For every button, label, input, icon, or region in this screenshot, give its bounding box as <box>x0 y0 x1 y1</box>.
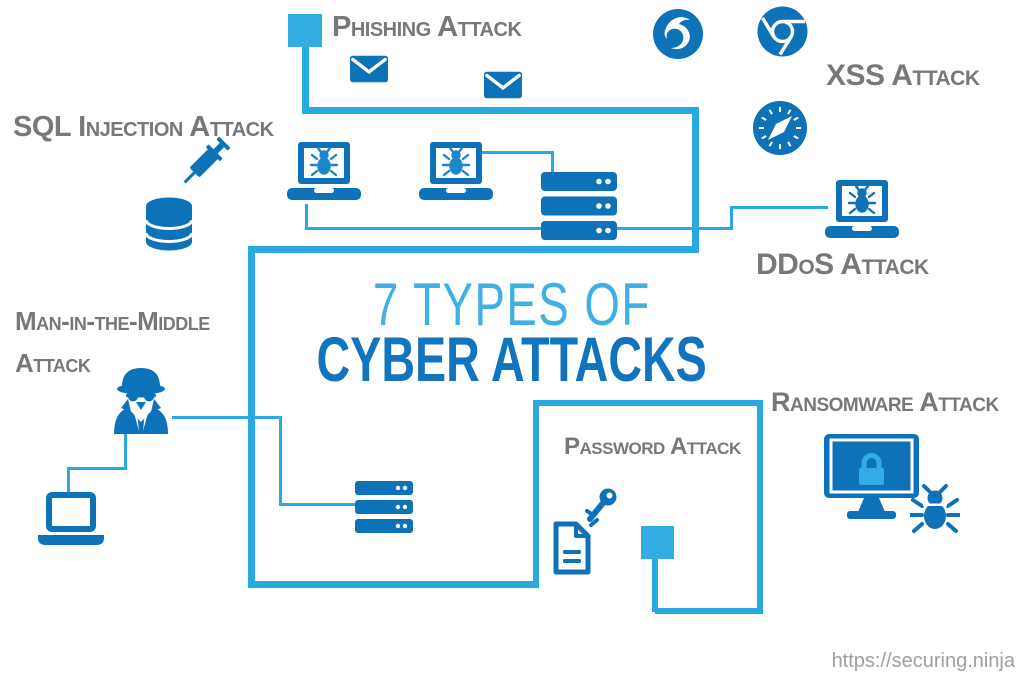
label-xss-attack: XSS Attack <box>826 59 980 92</box>
connector-top-horizontal <box>302 107 699 114</box>
line-ddos-step <box>730 206 733 230</box>
envelope-icon <box>350 55 388 83</box>
chrome-icon <box>757 6 808 57</box>
source-url: https://securing.ninja <box>831 650 1015 672</box>
line-laptop2-server-h <box>480 151 554 154</box>
label-mitm-line2: Attack <box>15 348 91 378</box>
password-box-bottom <box>655 608 763 614</box>
line-spy-laptop-v1 <box>124 432 127 470</box>
firefox-icon <box>653 9 703 59</box>
label-phishing-attack: Phishing Attack <box>332 11 522 43</box>
spy-icon <box>114 368 168 434</box>
line-laptop1-server <box>305 227 543 230</box>
line-spy-laptop-h <box>67 467 127 470</box>
connector-phishing-down <box>302 44 309 114</box>
envelope-icon <box>484 71 522 99</box>
label-ransomware-attack: Ransomware Attack <box>771 387 999 417</box>
laptop-bug-icon <box>825 180 899 238</box>
password-box-left <box>533 400 539 587</box>
key-icon <box>585 488 617 527</box>
server-icon <box>355 481 413 533</box>
label-ddos-attack: DDoS Attack <box>756 248 929 281</box>
password-node-stem <box>652 556 658 612</box>
connector-middle-horizontal <box>248 246 699 253</box>
line-spy-down <box>279 416 282 506</box>
server-icon <box>541 172 617 240</box>
bug-icon <box>910 484 960 533</box>
monitor-lock-icon <box>824 434 919 519</box>
syringe-icon <box>183 136 231 184</box>
main-title-line1: 7 TYPES OF <box>373 271 651 338</box>
database-icon <box>144 197 194 251</box>
line-laptop2-server-v <box>551 151 554 175</box>
line-to-ddos-laptop <box>730 206 828 209</box>
laptop-icon <box>38 492 104 545</box>
laptop-bug-icon <box>287 142 361 200</box>
line-spy-server <box>279 503 357 506</box>
main-title-line1-wrap: 7 TYPES OF <box>0 270 1024 339</box>
line-server-right <box>613 227 733 230</box>
connector-bottom-horizontal <box>248 581 539 588</box>
main-title-line2: CYBER ATTACKS <box>316 325 708 395</box>
password-box-top <box>533 400 763 406</box>
connector-right-vertical <box>692 107 699 253</box>
laptop-bug-icon <box>419 142 493 200</box>
password-box-right <box>757 400 763 614</box>
phishing-square-node <box>288 14 322 47</box>
main-title-line2-wrap: CYBER ATTACKS <box>0 324 1024 396</box>
document-icon <box>553 521 591 575</box>
label-mitm-line1: Man-in-the-Middle <box>15 306 210 336</box>
line-spy-laptop-v2 <box>67 467 70 495</box>
label-password-attack: Password Attack <box>564 433 741 460</box>
line-spy-right <box>172 416 282 419</box>
line-laptop1-down <box>305 204 308 230</box>
label-sql-injection-attack: SQL Injection Attack <box>13 111 274 143</box>
safari-icon <box>753 101 807 155</box>
password-square-node <box>641 526 674 559</box>
